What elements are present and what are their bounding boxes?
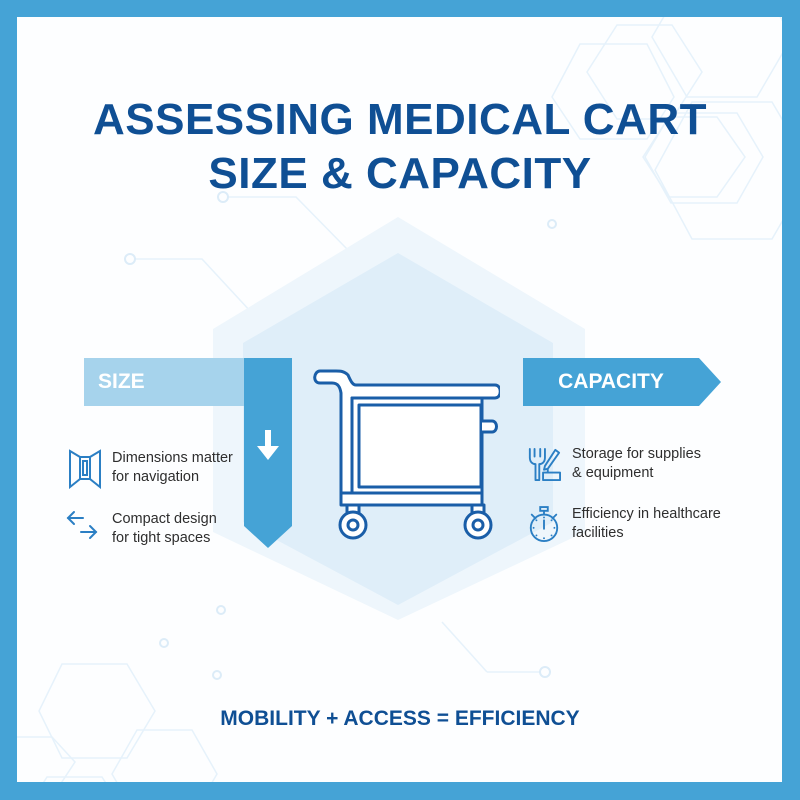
medical-tools-icon xyxy=(528,447,561,482)
feature-compact: Compact design for tight spaces xyxy=(65,510,217,550)
medical-cart-icon xyxy=(313,369,500,540)
capacity-banner xyxy=(523,358,721,406)
feature-storage: Storage for supplies & equipment xyxy=(527,445,701,485)
down-arrow-icon xyxy=(257,430,279,460)
capacity-label: CAPACITY xyxy=(558,370,664,393)
feature-text-line-2: for navigation xyxy=(112,469,200,485)
title-line-2: SIZE & CAPACITY xyxy=(208,149,592,198)
size-label: SIZE xyxy=(98,370,145,393)
feature-text-line-1: Dimensions matter xyxy=(112,450,233,466)
feature-text-line-1: Compact design xyxy=(112,511,217,527)
feature-efficiency: Efficiency in healthcare facilities xyxy=(527,505,721,545)
arrows-left-right-icon xyxy=(66,511,98,539)
feature-dimensions: Dimensions matter for navigation xyxy=(68,449,233,489)
down-pointer-column xyxy=(244,358,292,548)
feature-text-line-1: Efficiency in healthcare xyxy=(572,506,721,522)
corridor-icon xyxy=(69,449,101,489)
feature-text-line-2: for tight spaces xyxy=(112,530,211,546)
title-line-1: ASSESSING MEDICAL CART xyxy=(92,95,708,144)
feature-text-line-2: & equipment xyxy=(572,465,654,481)
size-banner: SIZE xyxy=(84,358,245,406)
feature-text-line-2: facilities xyxy=(572,525,624,541)
feature-text-line-1: Storage for supplies xyxy=(572,446,701,462)
infographic-canvas: ASSESSING MEDICAL CART SIZE & CAPACITY S… xyxy=(17,17,782,782)
page-title: ASSESSING MEDICAL CART SIZE & CAPACITY xyxy=(17,93,782,201)
tagline: MOBILITY + ACCESS = EFFICIENCY xyxy=(220,707,580,730)
stopwatch-icon xyxy=(529,506,559,542)
